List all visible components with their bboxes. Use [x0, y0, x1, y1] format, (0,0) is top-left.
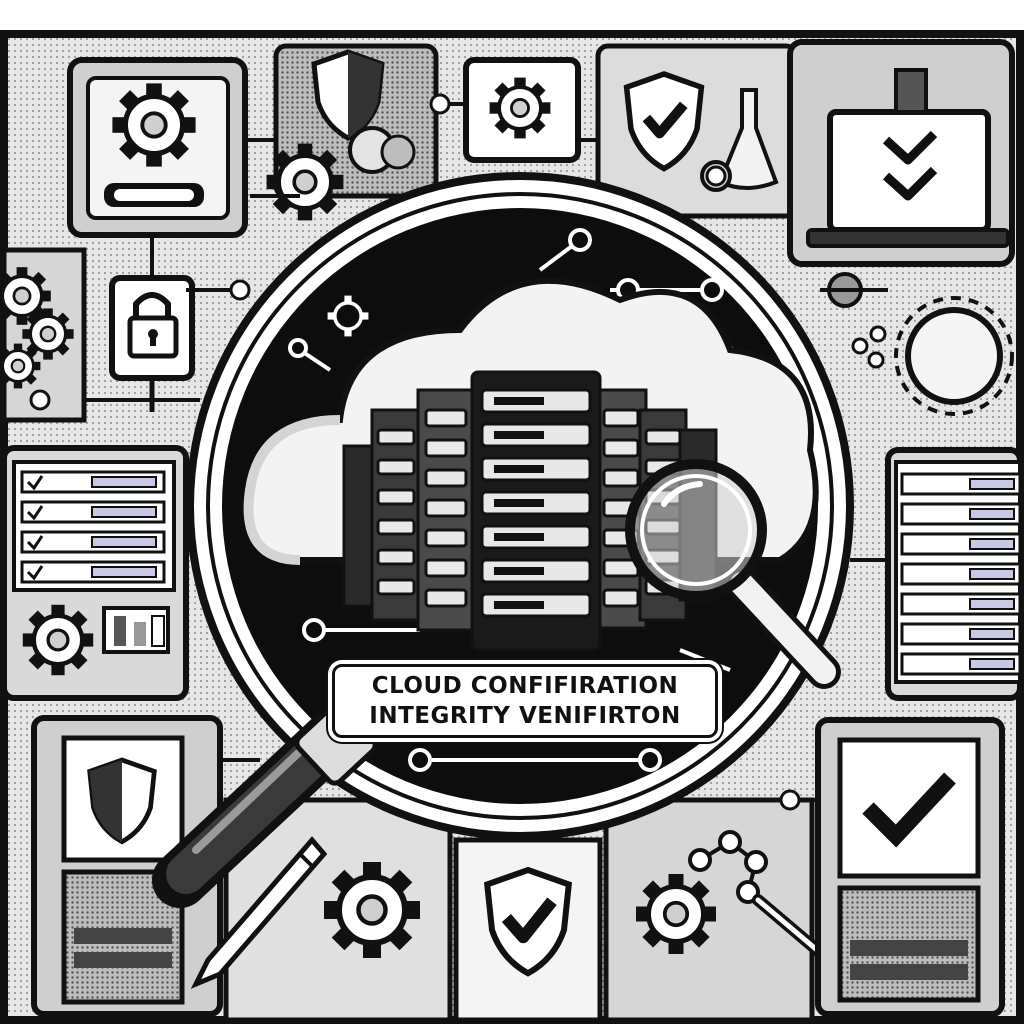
panel-gear-monitor: [67, 57, 248, 238]
pen-icon: [190, 836, 328, 989]
panel-laptop: [787, 39, 1015, 267]
panel-shield-bottom-left: [31, 715, 223, 1017]
caption-label: CLOUD CONFIFIRATION INTEGRITY VENIFIRTON: [332, 664, 718, 738]
molecule-icon: [851, 325, 887, 369]
gear-icon: [324, 862, 420, 958]
server-slots: [376, 388, 682, 618]
panel-shield-check-bottom: [453, 837, 603, 1023]
shield-icon: [314, 52, 382, 138]
gear-icon: [267, 144, 344, 221]
gear-icon: [327, 295, 369, 337]
checkmark-icon: [882, 130, 938, 201]
panel-molecule-bottom: [603, 797, 856, 1023]
caption-line-1: CLOUD CONFIFIRATION: [371, 673, 679, 699]
gear-icon: [23, 605, 93, 675]
panel-gear-bottom: [190, 797, 453, 1023]
checkmark-icon: [862, 772, 956, 848]
shield-check-icon: [487, 870, 569, 973]
panel-list-right: [885, 447, 1023, 701]
magnifying-glass-icon: [625, 459, 841, 689]
panel-list-left: [1, 445, 189, 701]
gear-icon: [636, 874, 716, 954]
panel-node-right: [827, 272, 1014, 416]
shield-icon: [90, 760, 155, 842]
panel-gear-center: [463, 57, 581, 163]
gear-icon: [487, 75, 553, 141]
laptop-icon: [806, 68, 1010, 248]
panel-shield-top: [267, 43, 439, 221]
panel-check-bottom-right: [815, 717, 1005, 1017]
gear-icon: [112, 83, 195, 166]
caption-line-2: INTEGRITY VENIFIRTON: [369, 703, 681, 729]
shield-check-icon: [627, 74, 702, 169]
padlock-icon: [127, 292, 179, 359]
lens-handle: [152, 702, 378, 908]
